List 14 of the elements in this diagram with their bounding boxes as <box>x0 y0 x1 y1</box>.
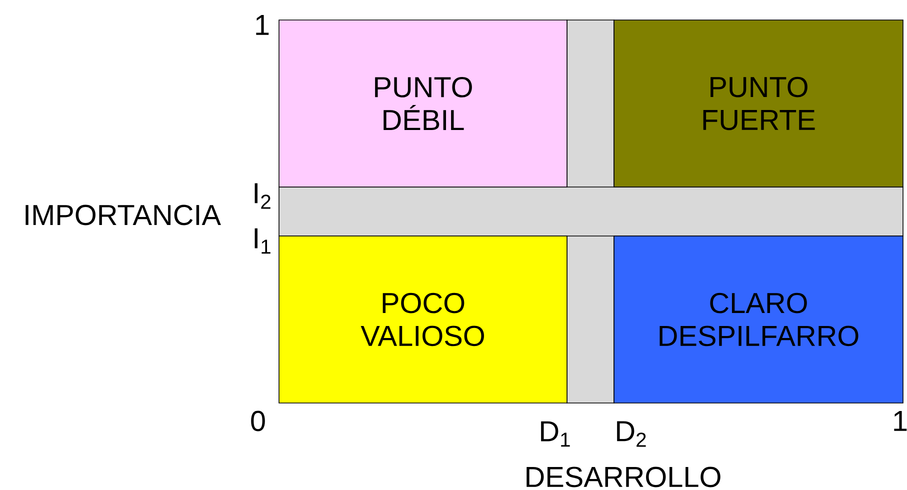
axis-tick-label: 1 <box>256 15 269 35</box>
quadrant-box: POCO VALIOSO <box>278 236 568 404</box>
axis-title: DESARROLLO <box>526 466 720 488</box>
threshold-label: D$_{1}$ <box>541 421 570 447</box>
quadrant-box: CLARO DESPILFARRO <box>614 236 904 404</box>
quadrant-box: PUNTO DÉBIL <box>278 20 568 188</box>
band <box>278 186 904 236</box>
axis-title: IMPORTANCIA <box>26 204 221 226</box>
threshold-label: D$_{2}$ <box>617 421 646 447</box>
quadrant-box: PUNTO FUERTE <box>614 20 904 188</box>
axis-tick-label: 0 <box>251 410 265 432</box>
threshold-label: I$_{2}$ <box>254 183 270 209</box>
axis-tick-label: 1 <box>894 411 907 431</box>
threshold-label: I$_{1}$ <box>254 228 270 254</box>
